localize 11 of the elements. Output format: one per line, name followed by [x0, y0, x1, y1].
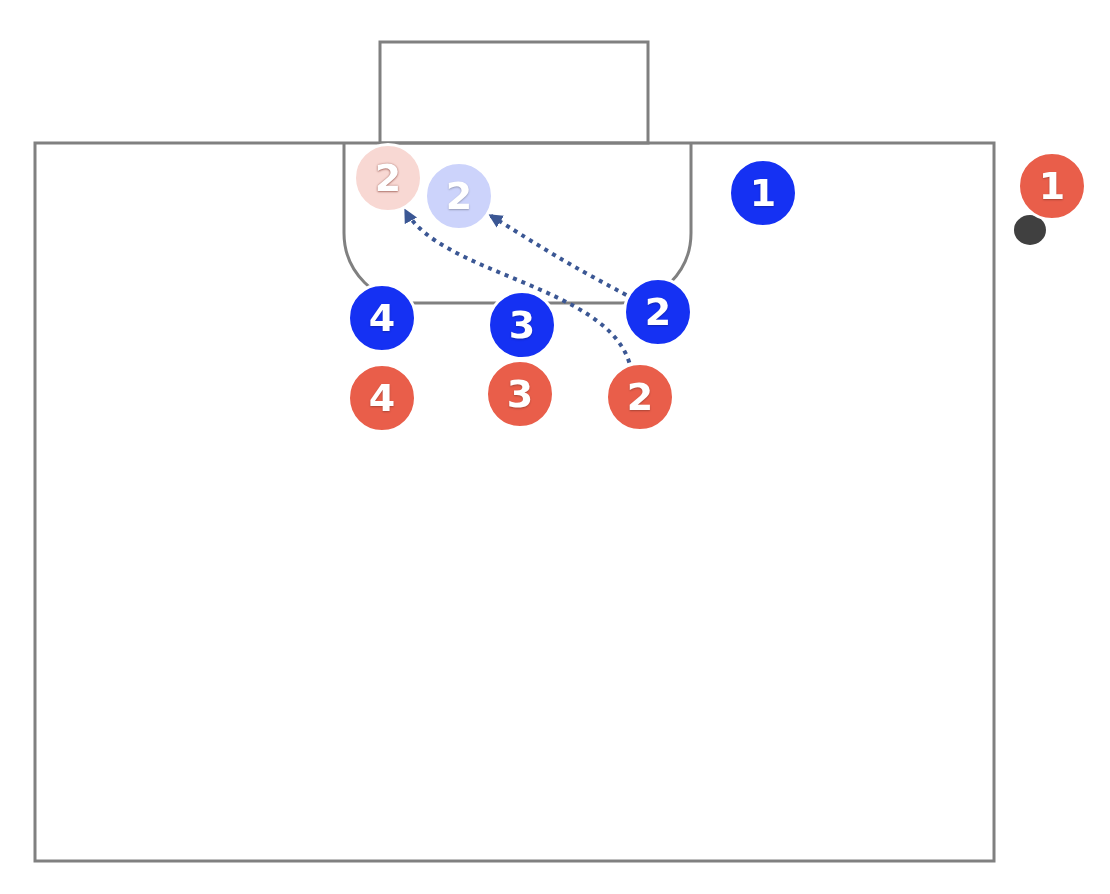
player-number: 1	[1038, 167, 1066, 205]
dotted-arrow	[403, 208, 632, 364]
player-number: 1	[749, 174, 777, 212]
player-number: 2	[644, 293, 672, 331]
player-number: 2	[626, 378, 654, 416]
dotted-arrow	[488, 213, 628, 297]
player-number: 4	[368, 379, 396, 417]
player-number: 3	[506, 375, 534, 413]
player-number: 3	[508, 306, 536, 344]
player-number: 2	[374, 159, 402, 197]
player-number: 4	[368, 299, 396, 337]
